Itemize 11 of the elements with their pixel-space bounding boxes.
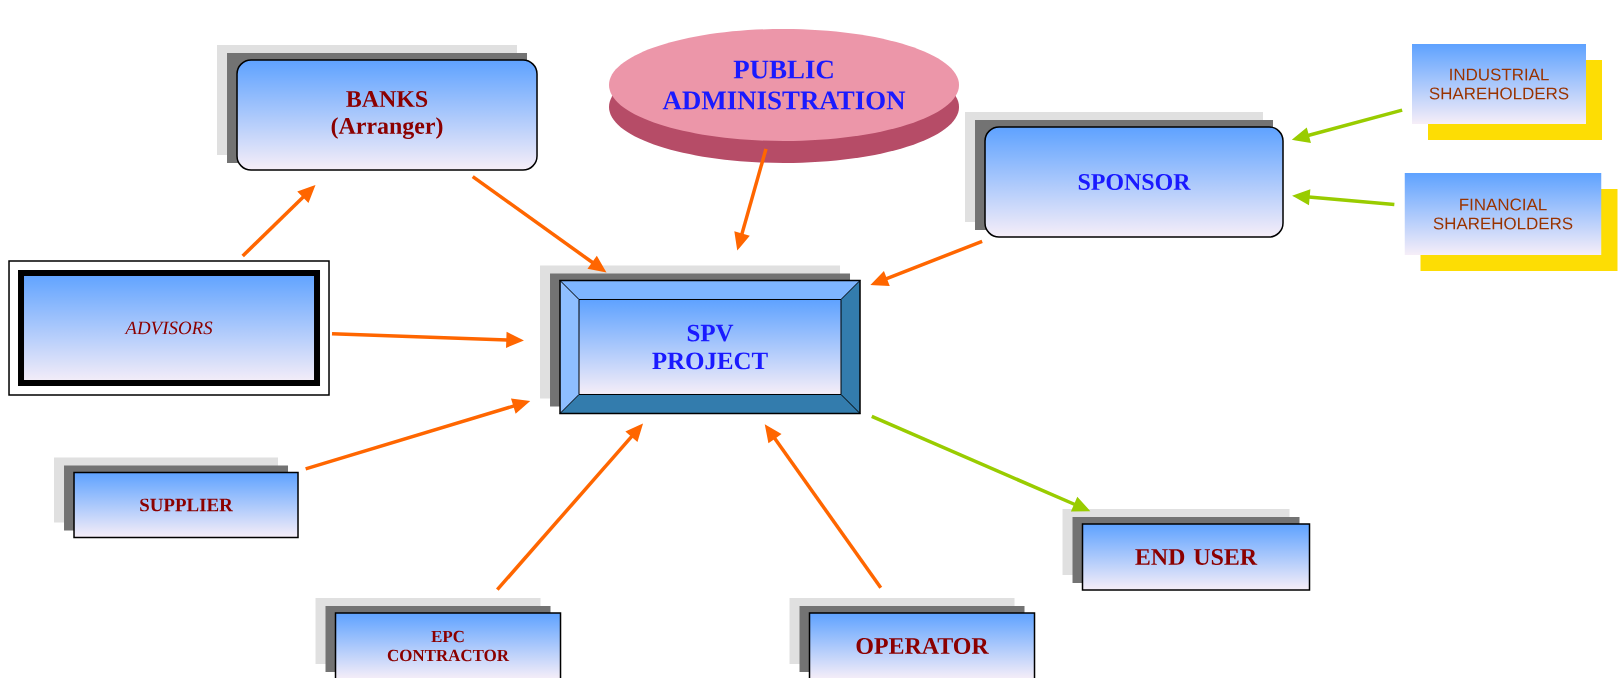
banks-box: BANKS (Arranger) bbox=[217, 45, 538, 171]
advisors-box: ADVISORS bbox=[8, 260, 330, 396]
end-user-box: END USER bbox=[1062, 509, 1311, 591]
public-administration-disc: PUBLIC ADMINISTRATION bbox=[609, 29, 959, 163]
operator-box: OPERATOR bbox=[789, 598, 1036, 678]
shareholders-box: INDUSTRIAL SHAREHOLDERS bbox=[1412, 44, 1602, 140]
spv-box: SPV PROJECT bbox=[540, 265, 861, 415]
supplier-box: SUPPLIER bbox=[54, 457, 299, 539]
sponsor-box: SPONSOR bbox=[965, 112, 1284, 238]
shareholders-box: FINANCIAL SHAREHOLDERS bbox=[1404, 173, 1618, 271]
epc-contractor-box: EPC CONTRACTOR bbox=[315, 598, 562, 678]
